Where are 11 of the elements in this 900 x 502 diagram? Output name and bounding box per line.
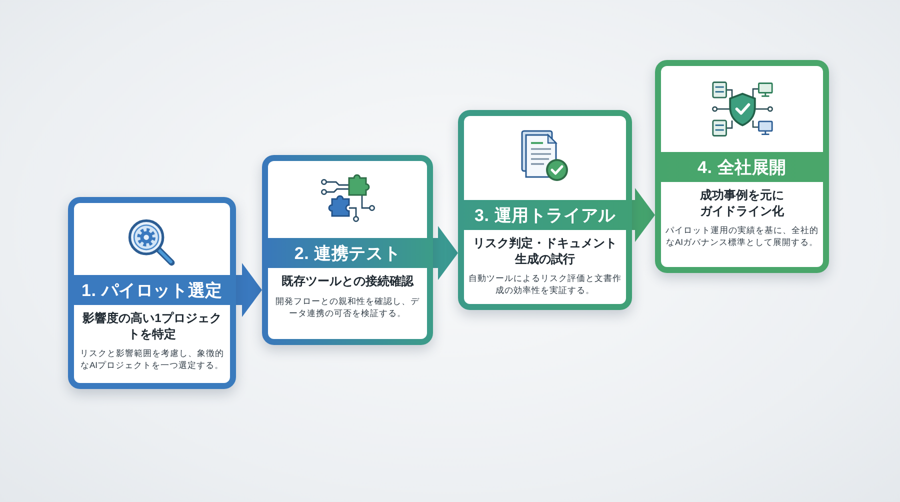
step-description: パイロット運用の実績を基に、全社的なAIガバナンス標準として展開する。	[665, 224, 819, 249]
step-heading: リスク判定・ドキュメント生成の試行	[472, 236, 618, 268]
arrow	[236, 263, 262, 317]
step-heading: 影響度の高い1プロジェクトを特定	[82, 311, 222, 342]
arrow	[632, 188, 655, 242]
step-description: 開発フローとの親和性を確認し、データ連携の可否を検証する。	[274, 294, 420, 319]
arrow	[433, 226, 458, 280]
step-description: 自動ツールによるリスク評価と文書作成の効率性を実証する。	[468, 272, 622, 297]
step-description: リスクと影響範囲を考慮し、象徴的なAIプロジェクトを一つ選定する。	[79, 347, 225, 372]
step-heading: 成功事例を元にガイドライン化	[699, 188, 785, 220]
step-heading: 既存ツールとの接続確認	[280, 274, 415, 290]
